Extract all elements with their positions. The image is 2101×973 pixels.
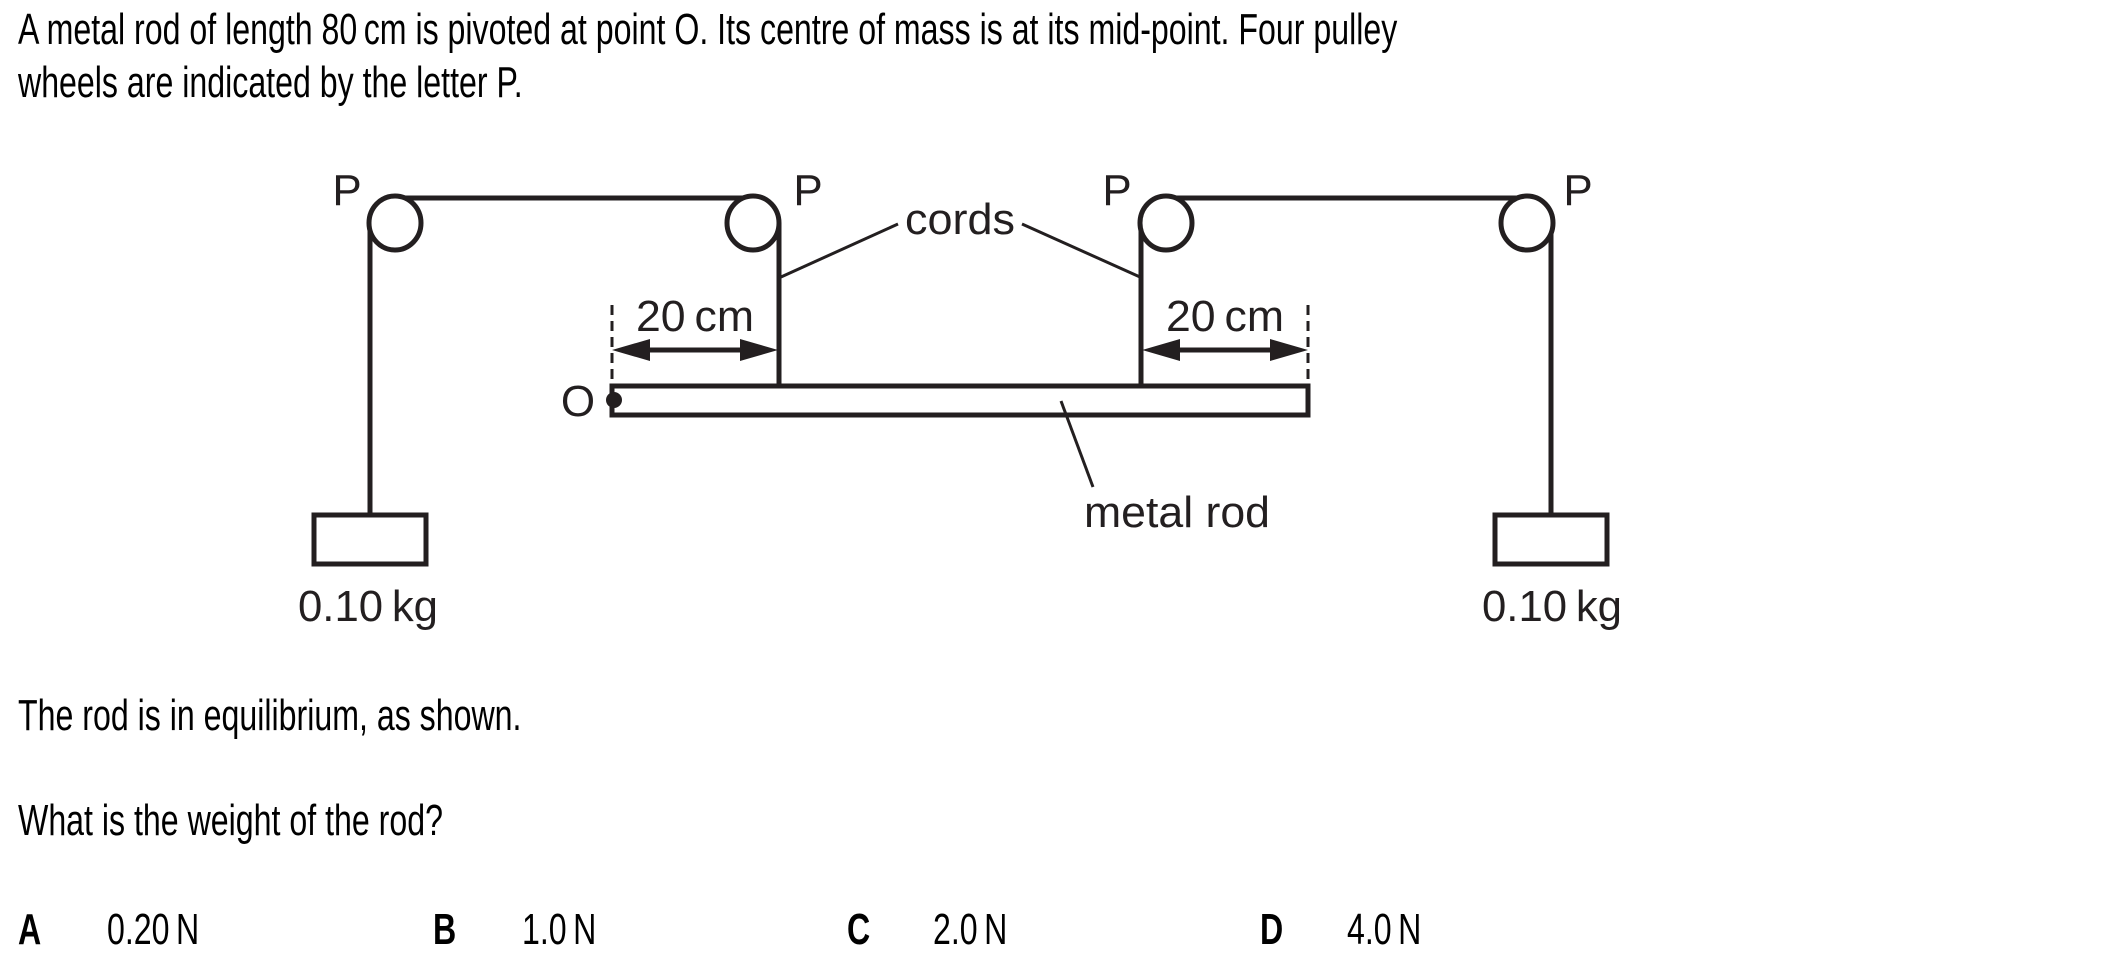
left-distance-label: 20 cm [636, 292, 754, 341]
arrowhead-left-a [612, 339, 650, 361]
pivot-point [606, 392, 622, 408]
option-value: 2.0 N [933, 905, 1008, 954]
pulley-label-4: P [1563, 166, 1592, 215]
pulley-4 [1498, 193, 1556, 253]
left-mass [311, 512, 429, 567]
arrowhead-right-a [1142, 339, 1180, 361]
right-distance-label: 20 cm [1166, 292, 1284, 341]
pulley-label-1: P [332, 166, 361, 215]
intro-text-line-2: wheels are indicated by the letter P. [18, 58, 523, 107]
right-mass-label: 0.10 kg [1482, 582, 1622, 631]
arrowhead-left-b [740, 339, 778, 361]
pulley-2 [724, 193, 782, 253]
pulley-label-2: P [793, 166, 822, 215]
option-letter: A [18, 905, 42, 954]
pulley-label-3: P [1102, 166, 1131, 215]
option-letter: D [1260, 905, 1284, 954]
option-value: 4.0 N [1347, 905, 1422, 954]
rod-label: metal rod [1084, 488, 1270, 537]
pulley-3 [1137, 193, 1195, 253]
pulley-1 [366, 193, 424, 253]
option-value: 0.20 N [107, 905, 200, 954]
right-mass [1492, 512, 1610, 567]
equilibrium-statement: The rod is in equilibrium, as shown. [18, 691, 522, 740]
option-letter: C [847, 905, 871, 954]
cords-leader-right [1021, 222, 1141, 279]
option-value: 1.0 N [522, 905, 597, 954]
pivot-label: O [561, 377, 595, 426]
arrowhead-right-b [1270, 339, 1308, 361]
cords-leader-left [780, 222, 899, 279]
cords-label: cords [905, 195, 1015, 244]
metal-rod [609, 383, 1311, 418]
intro-text-line-1: A metal rod of length 80 cm is pivoted a… [18, 5, 1398, 54]
rod-leader [1059, 400, 1095, 488]
question-prompt: What is the weight of the rod? [18, 796, 443, 845]
left-mass-label: 0.10 kg [298, 582, 438, 631]
option-letter: B [433, 905, 457, 954]
